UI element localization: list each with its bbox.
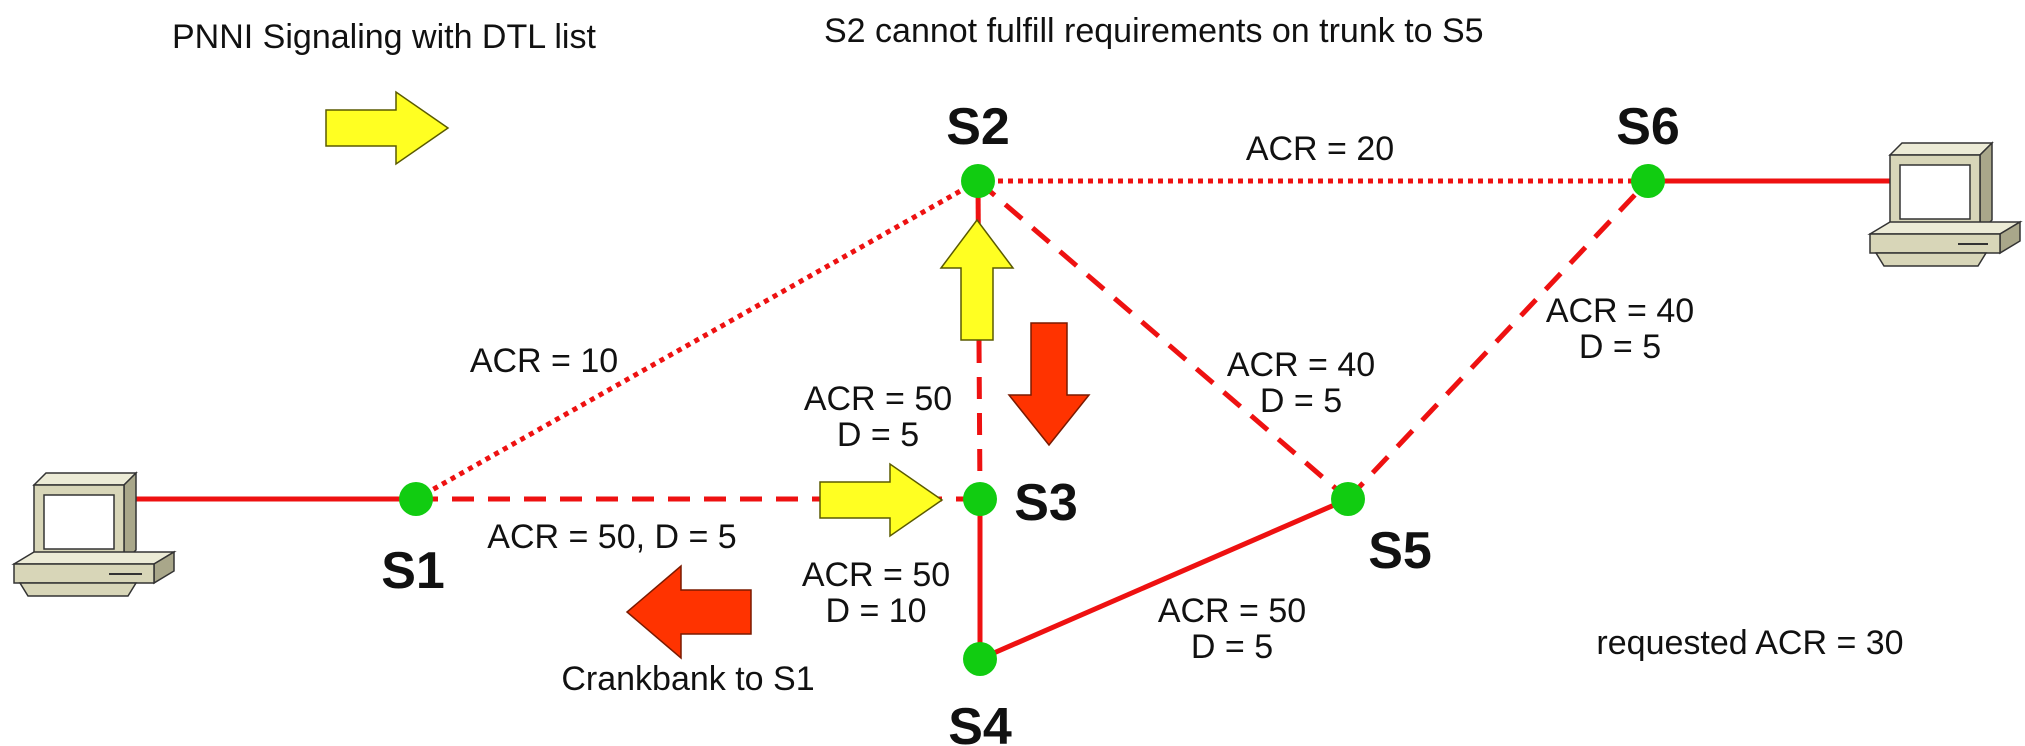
link-label-s3-s4-d: D = 10 [825, 592, 926, 630]
node-s4 [963, 642, 997, 676]
requested-acr-label: requested ACR = 30 [1596, 624, 1903, 662]
link-s4-s5 [979, 496, 1349, 662]
caption-signaling: PNNI Signaling with DTL list [172, 18, 596, 56]
link-s1-s2 [414, 178, 980, 502]
crankback-arrow-left [625, 564, 752, 660]
node-s3 [963, 482, 997, 516]
link-label-s1-s3: ACR = 50, D = 5 [487, 518, 736, 556]
link-label-s2-s6: ACR = 20 [1246, 130, 1394, 168]
label-s1: S1 [381, 542, 445, 600]
label-s3: S3 [1014, 474, 1078, 532]
links [135, 178, 1900, 662]
link-label-s5-s6-d: D = 5 [1579, 328, 1661, 366]
link-s2-s5 [976, 179, 1350, 501]
crankback-arrow-down [1007, 322, 1091, 447]
node-s5 [1331, 482, 1365, 516]
nodes [399, 164, 1665, 676]
node-s1 [399, 482, 433, 516]
arrows [325, 90, 1015, 538]
label-s4: S4 [948, 698, 1012, 746]
link-label-s5-s6-acr: ACR = 40 [1546, 292, 1694, 330]
link-label-s4-s5-acr: ACR = 50 [1158, 592, 1306, 630]
signaling-arrow-legend [325, 90, 450, 166]
link-label-s2-s5-acr: ACR = 40 [1227, 346, 1375, 384]
computer-icon-right [1867, 141, 2023, 267]
label-s2: S2 [946, 98, 1010, 156]
node-s6 [1631, 164, 1665, 198]
caption-s2-failure: S2 cannot fulfill requirements on trunk … [824, 12, 1484, 50]
label-s6: S6 [1616, 98, 1680, 156]
signaling-arrow-up [939, 218, 1015, 341]
signaling-arrow-right [819, 462, 944, 538]
link-label-s2-s3-acr: ACR = 50 [804, 380, 952, 418]
link-label-s2-s3-d: D = 5 [837, 416, 919, 454]
link-label-s2-s5-d: D = 5 [1260, 382, 1342, 420]
link-s2-s3-dashed [976, 340, 983, 500]
label-s5: S5 [1368, 522, 1432, 580]
crankback-arrows [625, 322, 1091, 660]
link-label-s3-s4-acr: ACR = 50 [802, 556, 950, 594]
link-label-s1-s2: ACR = 10 [470, 342, 618, 380]
link-s5-s6 [1346, 179, 1650, 501]
crankback-label: Crankbank to S1 [561, 660, 814, 698]
computer-icon-left [11, 471, 177, 597]
link-label-s4-s5-d: D = 5 [1191, 628, 1273, 666]
node-s2 [961, 164, 995, 198]
